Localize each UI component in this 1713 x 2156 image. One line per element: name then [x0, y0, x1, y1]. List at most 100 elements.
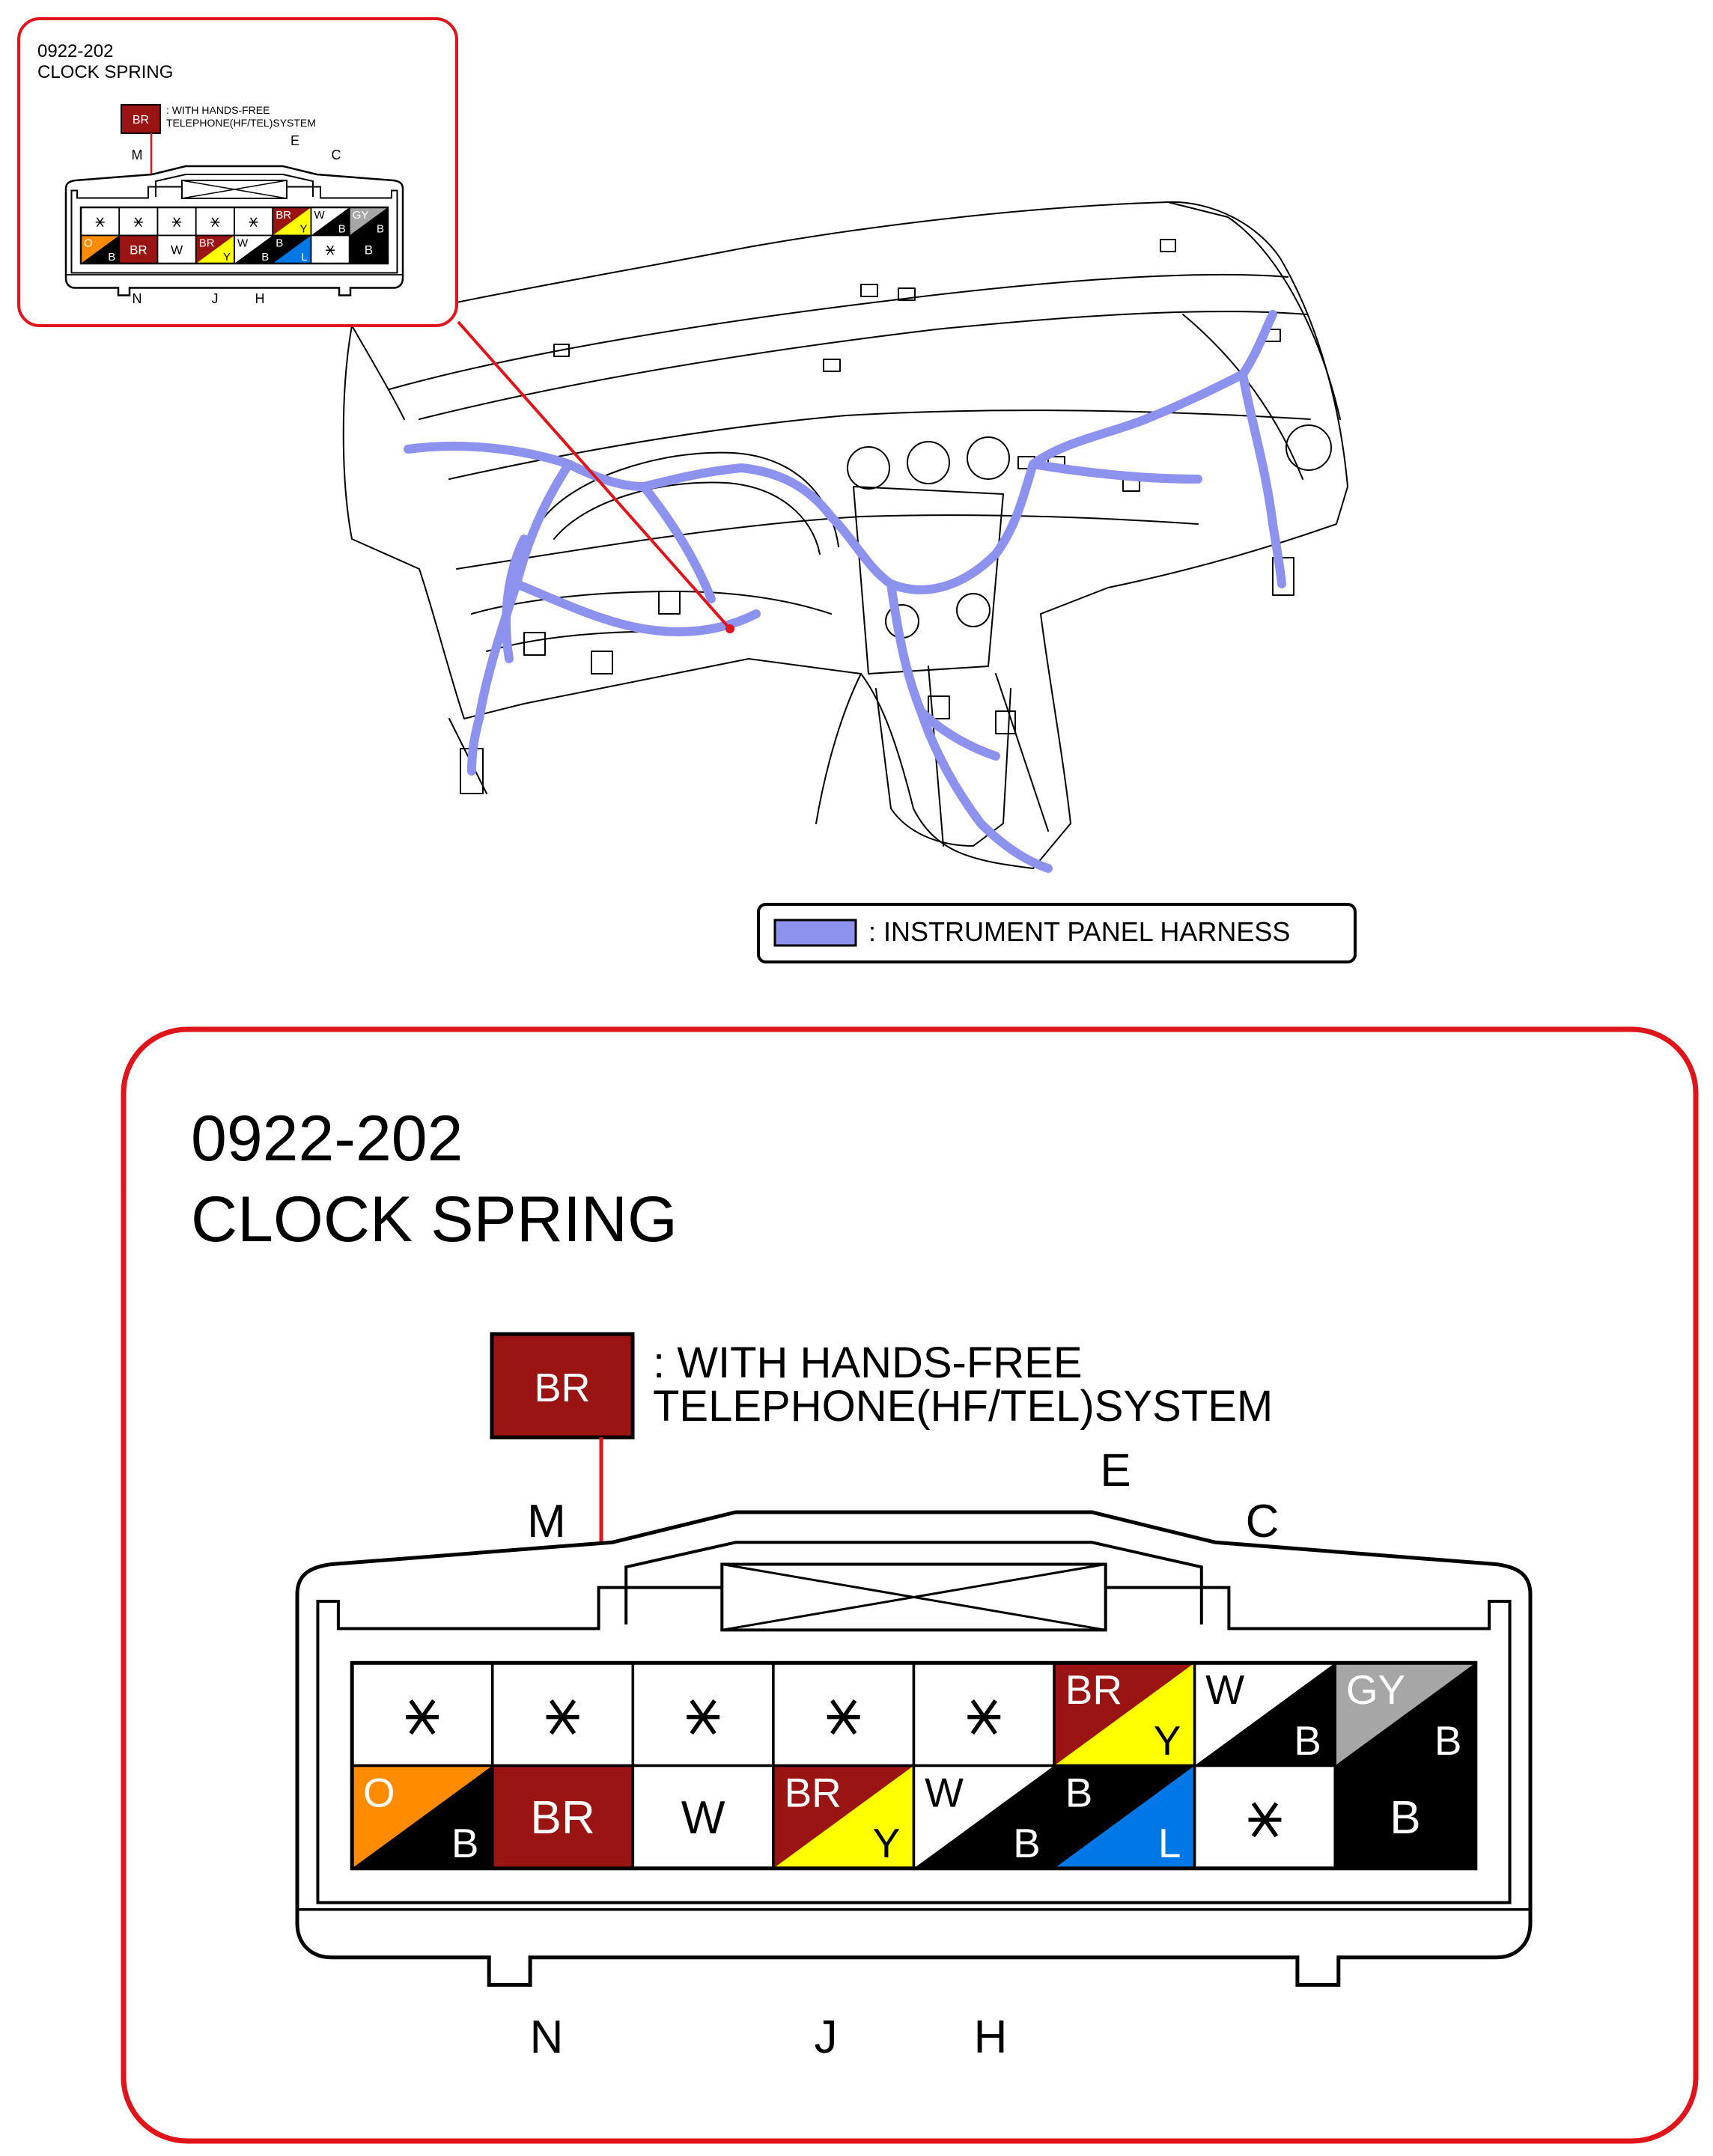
- terminal-stripe: [311, 207, 350, 236]
- unused-terminal-icon: [406, 1699, 439, 1735]
- terminal-stripe: [81, 235, 120, 264]
- terminal-color-secondary: Y: [1154, 1717, 1181, 1764]
- small-label-e: E: [290, 133, 299, 148]
- terminal-stripe: [1054, 1765, 1195, 1869]
- terminal-color-secondary: L: [301, 251, 307, 264]
- small-label-c: C: [332, 147, 341, 162]
- terminal-color-secondary: B: [377, 223, 384, 236]
- terminal-color-secondary: B: [1294, 1717, 1321, 1764]
- terminal-stripe: [273, 235, 311, 264]
- terminal-fill: [119, 235, 158, 264]
- small-label-m: M: [132, 147, 143, 162]
- terminal-color-secondary: Y: [873, 1820, 901, 1866]
- small-note: BR : WITH HANDS-FREE TELEPHONE(HF/TEL)SY…: [121, 104, 316, 226]
- terminal-color: BR: [530, 1792, 594, 1844]
- note-line2: TELEPHONE(HF/TEL)SYSTEM: [653, 1382, 1273, 1431]
- callout-leader-line: [457, 320, 731, 630]
- terminal-color-primary: O: [363, 1769, 395, 1815]
- terminal: [156, 207, 197, 237]
- connector-latch: [624, 1541, 1203, 1625]
- terminal-stripe: [352, 1765, 493, 1869]
- terminal-stripe: [913, 1765, 1055, 1869]
- small-connector-name: CLOCK SPRING: [37, 62, 173, 82]
- terminal: [310, 234, 350, 264]
- latch-cross: [722, 1563, 1106, 1631]
- terminal-fill: [349, 235, 388, 264]
- terminal-stripe: [349, 207, 388, 236]
- terminal-grid-border: [79, 206, 389, 265]
- unused-terminal-icon: [133, 217, 143, 228]
- terminal: GYB: [1333, 1661, 1477, 1767]
- terminal-color: BR: [130, 243, 147, 257]
- terminal-color-secondary: B: [1013, 1820, 1041, 1866]
- terminal: BRY: [195, 234, 235, 264]
- connector-latch: [155, 174, 314, 197]
- terminal-stripe: [1335, 1663, 1476, 1766]
- small-note-swatch-label: BR: [133, 114, 149, 127]
- label-m: M: [527, 1496, 566, 1547]
- terminal: [772, 1661, 916, 1767]
- terminal-grid-border: [350, 1660, 1478, 1871]
- terminal-color-primary: O: [84, 237, 93, 250]
- terminal-stripe: [234, 235, 273, 264]
- terminal-color: B: [1390, 1792, 1421, 1844]
- terminal-color-secondary: B: [261, 251, 269, 264]
- terminal: [234, 207, 274, 237]
- terminal-color-primary: BR: [785, 1769, 842, 1815]
- terminal-stripe: [273, 207, 311, 236]
- callout-target-dot: [725, 624, 734, 633]
- terminal: [118, 207, 159, 237]
- note-line1: : WITH HANDS-FREE: [653, 1339, 1083, 1387]
- terminal-color-secondary: B: [338, 223, 346, 236]
- terminal-color: B: [365, 243, 373, 257]
- terminal-color-primary: W: [237, 237, 249, 250]
- terminal: BR Y: [1053, 1661, 1196, 1767]
- unused-terminal-icon: [967, 1699, 1001, 1735]
- terminal: OB: [350, 1764, 494, 1870]
- latch-cross: [181, 180, 287, 199]
- small-label-h: H: [255, 291, 265, 306]
- terminal-stripe: [195, 235, 234, 264]
- terminal: BR: [118, 234, 159, 264]
- unused-terminal-icon: [827, 1699, 860, 1735]
- large-callout-header: 0922-202 CLOCK SPRING: [191, 1103, 678, 1255]
- terminal: W: [631, 1764, 775, 1870]
- terminal: [912, 1661, 1056, 1767]
- connector-cavity: [316, 1586, 1512, 1904]
- label-h: H: [974, 2012, 1008, 2063]
- terminal-color-primary: BR: [1065, 1666, 1122, 1713]
- dashboard-illustration: [342, 201, 1348, 869]
- terminal: BL: [1053, 1764, 1196, 1870]
- terminal: BR Y: [772, 1764, 916, 1870]
- terminal-color-primary: W: [314, 209, 326, 222]
- terminal-stripe: [1054, 1663, 1195, 1766]
- terminal: GY B: [348, 207, 389, 237]
- label-j: J: [815, 2012, 838, 2063]
- connector-code: 0922-202: [191, 1103, 463, 1175]
- terminal: [350, 1661, 494, 1767]
- small-label-j: J: [212, 291, 219, 306]
- terminal-color-primary: BR: [199, 237, 215, 250]
- terminal-stripe: [773, 1765, 914, 1869]
- terminal: [1193, 1764, 1336, 1870]
- terminal-stripe: [1194, 1663, 1336, 1766]
- small-note-line2: TELEPHONE(HF/TEL)SYSTEM: [166, 117, 316, 129]
- note-swatch-label: BR: [534, 1365, 590, 1410]
- terminal-color-primary: GY: [353, 209, 369, 222]
- harness-legend: : INSTRUMENT PANEL HARNESS: [757, 903, 1357, 963]
- hf-tel-note: BR : WITH HANDS-FREE TELEPHONE(HF/TEL)SY…: [490, 1332, 1273, 1789]
- terminal: WB: [912, 1764, 1056, 1870]
- terminal-color: W: [171, 243, 183, 257]
- label-c: C: [1246, 1496, 1280, 1547]
- connector-cavity: [70, 186, 398, 274]
- terminal: BRY: [272, 207, 312, 237]
- terminal: OB: [80, 234, 121, 264]
- terminal-color-secondary: Y: [299, 223, 307, 236]
- small-connector-code: 0922-202: [37, 41, 113, 61]
- terminal-fill: [633, 1765, 773, 1869]
- terminal-color-secondary: L: [1158, 1820, 1181, 1866]
- terminal: WB: [1193, 1661, 1336, 1767]
- small-note-line1: : WITH HANDS-FREE: [166, 104, 270, 116]
